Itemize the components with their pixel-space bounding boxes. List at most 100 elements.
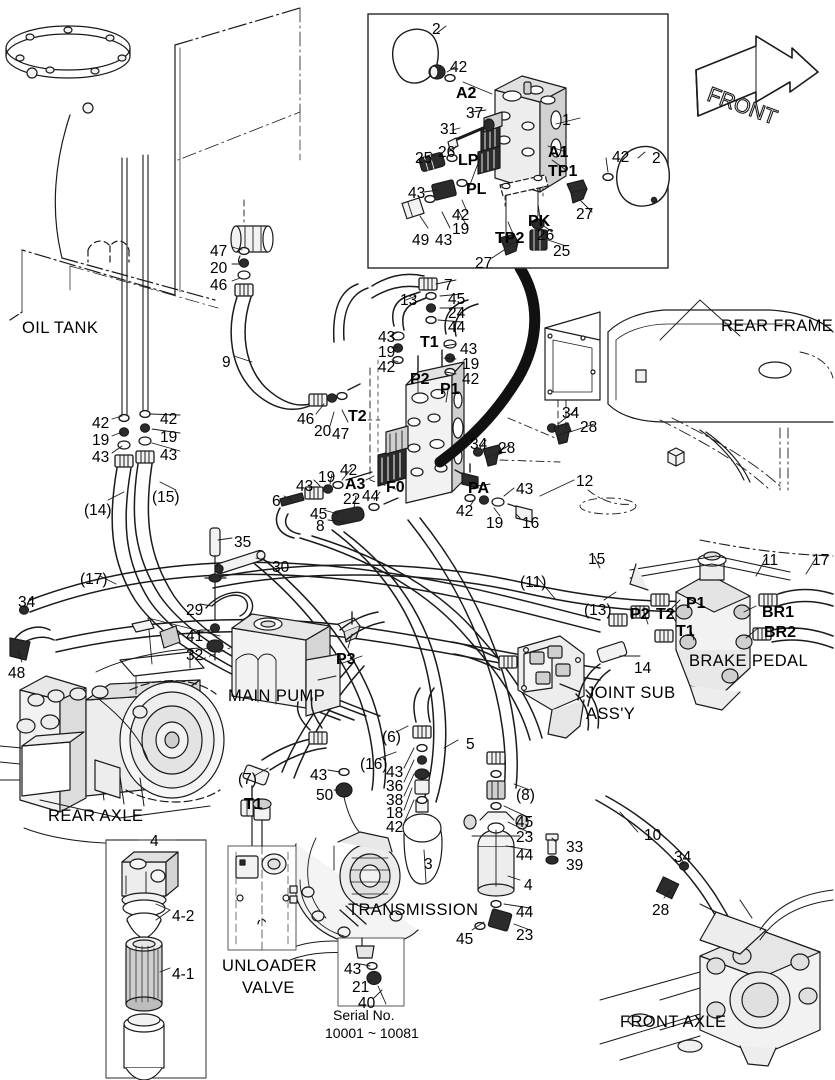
callout-c-P2b: P2	[630, 606, 650, 623]
callout-c-17: 17	[812, 552, 830, 569]
section-label-front-axle: FRONT AXLE	[620, 1013, 727, 1031]
inset-detail-panel	[367, 13, 670, 269]
inset-callout-inset-26: 26	[438, 144, 456, 161]
callout-c-10: 10	[644, 827, 662, 844]
callout-c-24: 24	[448, 305, 466, 322]
callout-c-45: 45	[448, 291, 466, 308]
callout-c-23a: 23	[516, 829, 534, 846]
brake-pedal-graphic	[577, 539, 834, 711]
callout-c-47: 47	[210, 243, 228, 260]
main-pump-graphic	[231, 611, 385, 717]
callout-c-16: 16	[522, 515, 540, 532]
callout-c-40: 40	[358, 995, 376, 1012]
callout-c-44b: 44	[362, 488, 380, 505]
callout-c-42g: 42	[386, 819, 404, 836]
inset-callout-inset-19: 19	[452, 221, 470, 238]
callout-c-43i: 43	[344, 961, 362, 978]
left-port-cluster	[275, 471, 399, 539]
transmission-graphic	[285, 831, 419, 961]
top-hose-7	[332, 273, 438, 343]
inset-callout-inset-25: 25	[415, 150, 433, 167]
callout-c-12: 12	[576, 473, 594, 490]
callout-c-30: 30	[272, 559, 290, 576]
hose-end-48	[9, 605, 55, 661]
front-axle-graphic	[599, 889, 834, 1067]
tank-fitting-left	[114, 413, 134, 468]
callout-c-P3: P3	[336, 651, 356, 668]
callout-c-17p: (17)	[80, 571, 108, 588]
callout-c-A3: A3	[345, 476, 366, 493]
callout-c-7: 7	[444, 277, 453, 294]
section-label-rear-frame: REAR FRAME	[721, 317, 834, 335]
callout-c-22: 22	[343, 491, 361, 508]
callout-c-16p: (16)	[360, 756, 388, 773]
callout-c-P2: P2	[410, 371, 430, 388]
callout-c-19b: 19	[462, 356, 480, 373]
callout-c-34d: 34	[674, 849, 692, 866]
inset-callout-inset-42-top: 42	[450, 59, 468, 76]
callout-c-11p: (11)	[520, 574, 547, 591]
callout-c-38: 38	[386, 792, 404, 809]
callout-c-42f: 42	[456, 503, 474, 520]
inset-callout-inset-43-left: 43	[408, 185, 426, 202]
joint-sub-assembly	[451, 635, 600, 739]
inset-callout-inset-27-right: 27	[576, 206, 594, 223]
callout-c-50: 50	[316, 787, 334, 804]
callout-c-43b: 43	[460, 341, 478, 358]
callout-c-7p: (7)	[238, 771, 257, 788]
serial-detail-box	[337, 905, 405, 1007]
callout-c-3: 3	[424, 856, 433, 873]
callout-c-BR1: BR1	[762, 604, 795, 621]
section-label-unloader-2: VALVE	[242, 979, 295, 997]
callout-c-19f: 19	[486, 515, 504, 532]
filter-detail-box	[105, 839, 207, 1080]
callout-c-F0: F0	[386, 479, 405, 496]
rear-frame-graphic	[499, 299, 834, 515]
inset-callout-inset-TP1: TP1	[548, 163, 578, 180]
callout-c-19e: 19	[318, 469, 336, 486]
callout-c-28c: 28	[652, 902, 670, 919]
inset-callout-inset-A1: A1	[548, 144, 569, 161]
callout-c-PA: PA	[468, 480, 490, 497]
callout-c-32: 32	[186, 647, 204, 664]
callout-c-42e: 42	[340, 462, 358, 479]
callout-c-13p: (13)	[584, 602, 612, 619]
inset-valve-body	[477, 75, 567, 193]
inset-callout-inset-1: 1	[562, 112, 571, 129]
callout-c-44: 44	[448, 319, 466, 336]
valve-top-right-fittings	[443, 299, 479, 377]
fitting-16	[296, 697, 328, 745]
main-valve-block	[377, 349, 479, 504]
callout-c-20: 20	[210, 260, 228, 277]
callout-c-46b: 46	[297, 411, 315, 428]
callout-c-23b: 23	[516, 927, 534, 944]
callout-c-39: 39	[566, 857, 584, 874]
callout-c-43h: 43	[386, 764, 404, 781]
callout-c-41b: 4-1	[172, 966, 195, 983]
callout-c-46: 46	[210, 277, 228, 294]
callout-c-BR2: BR2	[764, 624, 797, 641]
callout-c-28b: 28	[498, 440, 516, 457]
section-label-joint-sub-2: ASS'Y	[586, 705, 636, 723]
callout-c-43c: 43	[92, 449, 110, 466]
rear-axle-graphic	[0, 617, 231, 845]
callout-c-42b: 42	[462, 371, 480, 388]
callout-c-42: 4-2	[172, 908, 195, 925]
inset-callout-inset-PL: PL	[466, 181, 487, 198]
callout-c-34a: 34	[562, 405, 580, 422]
callout-c-45c: 45	[516, 814, 534, 831]
callout-c-42a: 42	[378, 359, 396, 376]
callout-c-8p: (8)	[516, 787, 535, 804]
section-label-oil-tank: OIL TANK	[22, 319, 99, 337]
accumulator-3	[402, 799, 443, 885]
callout-c-4a: 4	[524, 877, 533, 894]
callout-c-T1c: T1	[244, 796, 263, 813]
callout-c-14p: (14)	[84, 502, 112, 519]
callout-c-35: 35	[234, 534, 252, 551]
callout-c-T1a: T1	[420, 334, 439, 351]
callout-c-19a: 19	[378, 344, 396, 361]
unloader-valve-detail	[227, 798, 298, 951]
callout-c-43g: 43	[310, 767, 328, 784]
serial-note-line2: 10001 ~ 10081	[325, 1025, 419, 1041]
callout-c-14: 14	[634, 660, 652, 677]
